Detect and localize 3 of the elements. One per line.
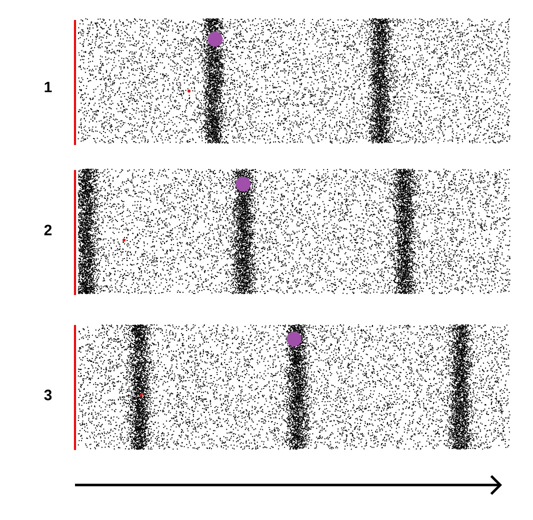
panel-number: 2	[44, 224, 52, 236]
panel-number: 1	[44, 82, 52, 92]
panel-number: 3	[44, 390, 52, 400]
